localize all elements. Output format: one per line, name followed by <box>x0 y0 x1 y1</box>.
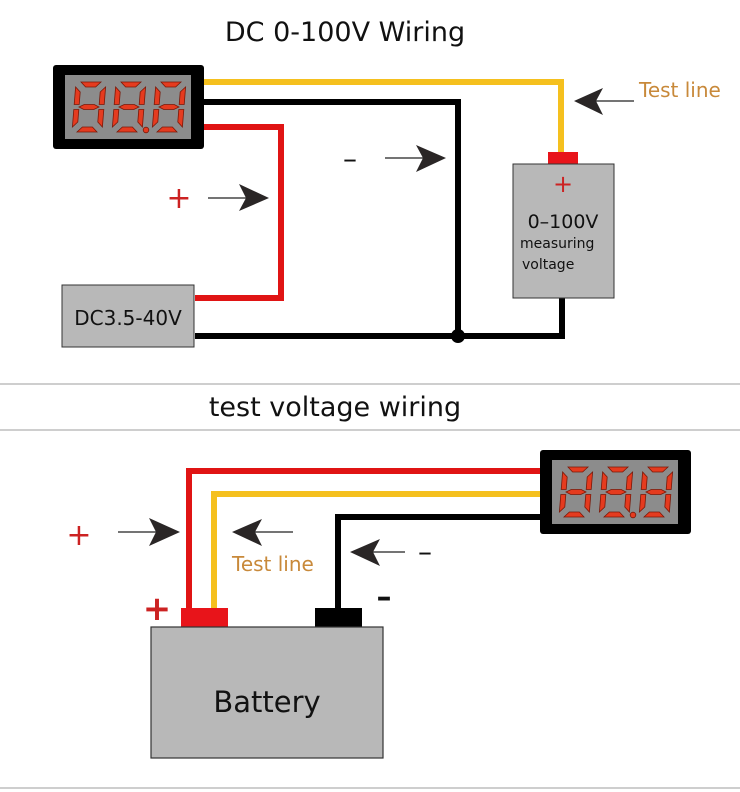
display-segment <box>155 126 178 133</box>
black-ground-wire <box>195 298 565 339</box>
battery-label: Battery <box>213 685 320 719</box>
display-segment <box>111 109 120 128</box>
display-segment <box>158 104 180 110</box>
yellow-test-wire <box>211 491 545 610</box>
display-segment <box>178 86 187 105</box>
display-segment <box>73 86 81 105</box>
arrow-right-icon <box>385 145 446 172</box>
power-supply-box: DC3.5-40V <box>61 284 195 348</box>
red-positive-wire <box>195 124 284 301</box>
display-segment <box>585 471 594 490</box>
battery-positive-terminal <box>181 608 228 628</box>
arrow-right-icon <box>208 184 269 211</box>
junction-dot <box>451 329 465 343</box>
terminal-plus-label: + <box>143 589 172 629</box>
arrow-left-icon <box>574 88 634 115</box>
arrow-left-icon <box>350 539 405 566</box>
display-segment <box>153 86 161 105</box>
section2-voltmeter-display <box>540 450 691 534</box>
display-segment <box>115 126 138 133</box>
black-negative-wire <box>335 514 545 608</box>
yellow-test-wire <box>203 79 564 154</box>
plus-label: + <box>166 181 191 216</box>
display-segment <box>598 494 607 513</box>
display-segment <box>600 471 608 490</box>
display-segment <box>80 81 103 88</box>
display-segment <box>562 511 585 518</box>
source-plus-symbol: + <box>553 170 573 198</box>
battery-negative-terminal <box>315 608 362 628</box>
terminal-minus-label: – <box>377 580 392 615</box>
plus-label: + <box>66 518 91 553</box>
display-segment <box>558 494 567 513</box>
display-segment <box>97 109 105 128</box>
display-segment <box>120 81 143 88</box>
display-segment <box>177 109 185 128</box>
display-segment <box>567 466 590 473</box>
display-digits <box>558 466 674 519</box>
arrow-right-icon <box>118 518 180 546</box>
battery: Battery <box>150 608 384 759</box>
source-line3: voltage <box>522 257 574 273</box>
display-segment <box>602 511 625 518</box>
black-negative-wire <box>203 99 461 336</box>
decimal-point <box>142 126 150 134</box>
source-line2: measuring <box>520 236 594 252</box>
display-segment <box>625 471 634 490</box>
display-digits <box>71 81 187 134</box>
display-segment <box>137 109 145 128</box>
section2-annotations: + Test line – + – <box>66 518 432 629</box>
display-segment <box>98 86 107 105</box>
section2-title: test voltage wiring <box>209 392 461 423</box>
display-segment <box>665 471 674 490</box>
red-positive-wire <box>186 468 545 610</box>
display-segment <box>565 489 587 495</box>
display-segment <box>642 511 665 518</box>
minus-label: – <box>418 535 432 568</box>
display-segment <box>138 86 147 105</box>
test-line-label: Test line <box>638 78 721 102</box>
section1-wires <box>195 79 565 343</box>
arrow-left-icon <box>232 519 293 546</box>
display-segment <box>640 471 648 490</box>
display-segment <box>607 466 630 473</box>
display-segment <box>113 86 121 105</box>
display-segment <box>664 494 672 513</box>
display-segment <box>151 109 160 128</box>
test-line-label: Test line <box>231 552 314 576</box>
display-segment <box>605 489 627 495</box>
measured-source-box: + 0–100V measuring voltage <box>512 152 615 299</box>
display-segment <box>71 109 80 128</box>
source-range-label: 0–100V <box>528 211 599 233</box>
decimal-point <box>629 511 637 519</box>
minus-label: – <box>343 142 357 175</box>
section2-wires <box>186 468 545 610</box>
power-supply-label: DC3.5-40V <box>74 306 182 330</box>
display-segment <box>647 466 670 473</box>
display-segment <box>624 494 632 513</box>
section1-annotations: Test line + – <box>166 78 720 216</box>
section1-title: DC 0-100V Wiring <box>225 17 465 48</box>
display-segment <box>75 126 98 133</box>
display-segment <box>118 104 140 110</box>
display-segment <box>78 104 100 110</box>
section1-voltmeter-display <box>53 65 204 149</box>
display-segment <box>160 81 183 88</box>
display-segment <box>645 489 667 495</box>
display-segment <box>560 471 568 490</box>
display-segment <box>638 494 647 513</box>
display-segment <box>584 494 592 513</box>
